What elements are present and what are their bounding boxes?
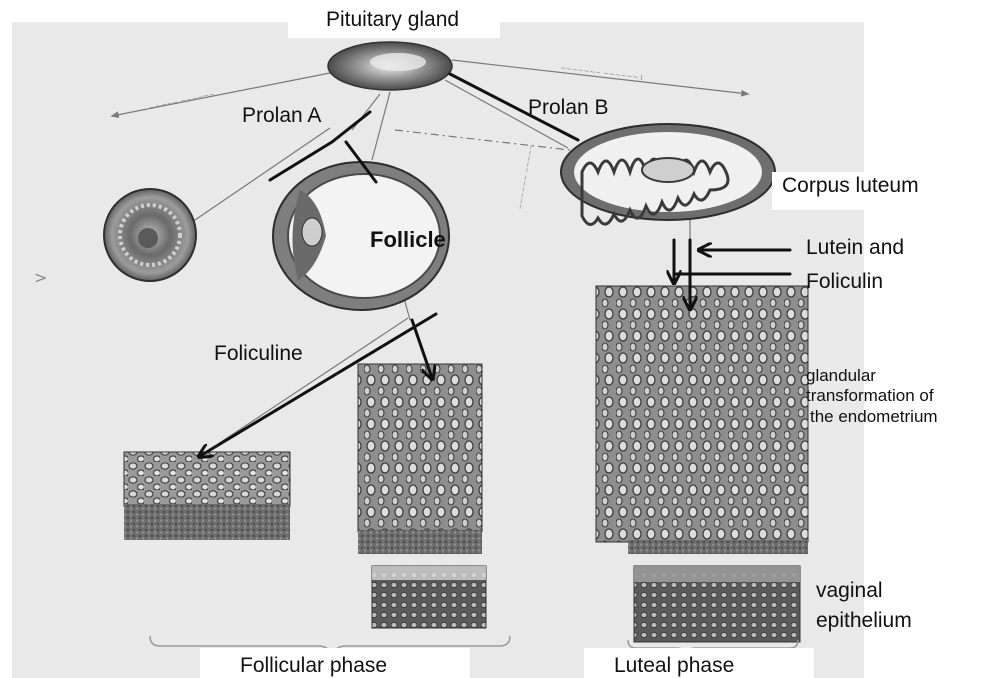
- endometrium-luteal: [596, 286, 808, 554]
- foliculine-label: Foliculine: [214, 342, 303, 365]
- pituitary-gland-label: Pituitary gland: [326, 8, 459, 31]
- lutein-and-label: Lutein and: [806, 236, 904, 259]
- pituitary-gland-core: [370, 53, 426, 71]
- prolan-b-label: Prolan B: [528, 96, 609, 119]
- endometrium-follicular-late: [358, 364, 482, 554]
- glandular-line-3: the endometrium: [806, 407, 938, 427]
- primary-follicle-shape: [104, 189, 196, 281]
- endometrium-follicular-early: [124, 452, 290, 540]
- glandular-line-2: transformation of: [806, 386, 938, 406]
- follicle-label: Follicle: [370, 228, 446, 252]
- vaginal-epithelium-luteal: [634, 566, 800, 642]
- glandular-line-1: glandular: [806, 366, 938, 386]
- follicular-phase-label: Follicular phase: [240, 654, 387, 677]
- corpus-luteum-label: Corpus luteum: [782, 174, 919, 197]
- prolan-a-label: Prolan A: [242, 104, 321, 127]
- vaginal-line-2: epithelium: [816, 606, 912, 636]
- foliculin-label: Foliculin: [806, 270, 883, 293]
- vaginal-line-1: vaginal: [816, 576, 912, 606]
- glandular-transformation-label: glandular transformation of the endometr…: [806, 366, 938, 427]
- vaginal-epithelium-follicular: [372, 566, 486, 628]
- side-marker: >: [34, 268, 47, 287]
- vaginal-epithelium-label: vaginal epithelium: [816, 576, 912, 637]
- luteal-phase-label: Luteal phase: [614, 654, 734, 677]
